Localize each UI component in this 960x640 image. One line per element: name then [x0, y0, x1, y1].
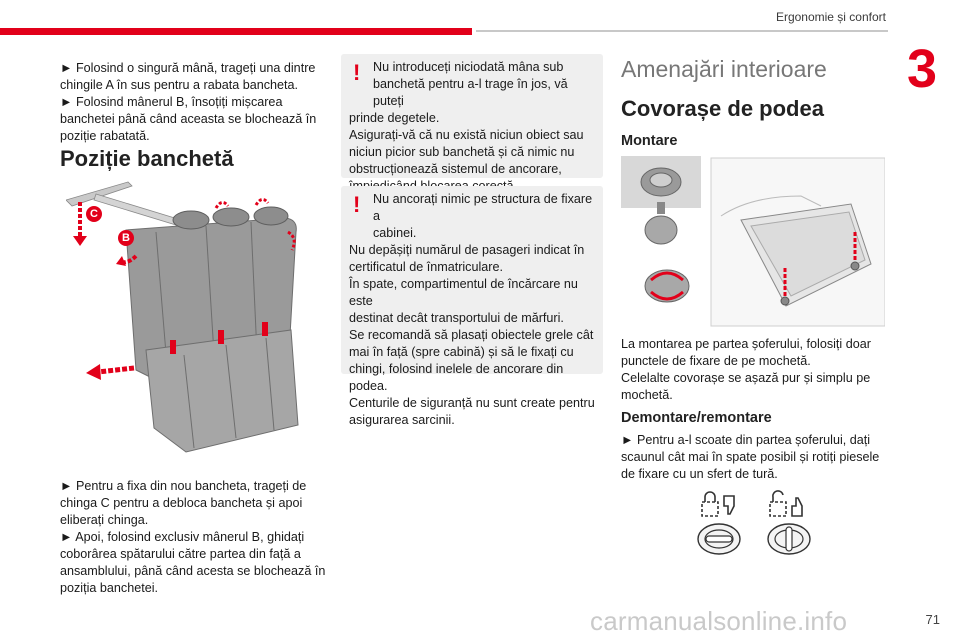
- text-line: ► Folosind mânerul B, însoțiți mișcarea: [60, 95, 283, 109]
- text-line: ansamblului, până când acesta se blochea…: [60, 564, 326, 578]
- page-number: 71: [925, 612, 940, 627]
- footer-watermark: carmanualsonline.info: [590, 606, 848, 636]
- heading-pozitie-bancheta: Poziție banchetă: [60, 146, 234, 171]
- text-line: asigurarea sarcinii.: [349, 413, 455, 427]
- fastener-unlocked-icon: [767, 523, 811, 555]
- header-section-title: Ergonomie și confort: [775, 10, 886, 24]
- heading-covorase: Covorașe de podea: [621, 96, 824, 121]
- text-line: Centurile de siguranță nu sunt create pe…: [349, 396, 595, 410]
- heading-montare: Montare: [621, 133, 678, 149]
- text-line: ► Pentru a fixa din nou bancheta, trageț…: [60, 479, 307, 493]
- label-b-text: B: [122, 232, 130, 244]
- lock-thumbs-down-icon: [701, 491, 735, 517]
- text-line: Nu depășiți numărul de pasageri indicat …: [349, 243, 585, 257]
- unlock-thumbs-up-icon: [769, 490, 803, 517]
- text-line: coborârea spătarului către partea din fa…: [60, 547, 301, 561]
- text-line: ► Folosind o singură mână, trageți una d…: [60, 61, 316, 75]
- text-line: scaunul cât mai în spate posibil și roti…: [621, 450, 880, 464]
- montare-paragraph: La montarea pe partea șoferului, folosiț…: [621, 336, 891, 404]
- label-c-text: C: [90, 208, 98, 220]
- warning-icon: !: [353, 60, 361, 85]
- text-line: La montarea pe partea șoferului, folosiț…: [621, 337, 871, 351]
- text-line: poziție rabatată.: [60, 129, 150, 143]
- section-title: Amenajări interioare: [621, 56, 827, 82]
- text-line: obstrucționează sistemul de ancorare,: [349, 162, 562, 176]
- text-line: ► Apoi, folosind exclusiv mânerul B, ghi…: [60, 530, 305, 544]
- text-line: Celelalte covorașe se așază pur și simpl…: [621, 371, 871, 385]
- header-gray-bar: [476, 30, 888, 32]
- text-line: Nu introduceți niciodată mâna sub: [373, 60, 564, 74]
- text-line: Nu ancorați nimic pe structura de fixare…: [373, 192, 593, 223]
- text-line: prinde degetele.: [349, 111, 440, 125]
- bench-seat-illustration: [66, 181, 299, 453]
- text-line: chinga C pentru a debloca bancheta și ap…: [60, 496, 303, 510]
- text-line: Asigurați-vă că nu există niciun obiect …: [349, 128, 584, 142]
- text-line: ► Pentru a-l scoate din partea șoferului…: [621, 433, 871, 447]
- header-red-bar: [0, 28, 472, 35]
- text-line: chingile A în sus pentru a rabata banche…: [60, 78, 299, 92]
- chapter-number: 3: [906, 39, 938, 99]
- intro-paragraph: ► Folosind o singură mână, trageți una d…: [60, 60, 330, 145]
- warning-box-2: ! Nu ancorați nimic pe structura de fixa…: [341, 186, 603, 427]
- text-line: mai în față (spre cabină) și să le fixaț…: [349, 345, 574, 359]
- warning-2-text: Nu ancorați nimic pe structura de fixare…: [349, 191, 601, 429]
- text-line: Se recomandă să plasați obiectele grele …: [349, 328, 594, 342]
- text-line: În spate, compartimentul de încărcare nu…: [349, 277, 578, 308]
- text-line: banchetei până când aceasta se blochează…: [60, 112, 317, 126]
- warning-1-text: Nu introduceți niciodată mâna sub banche…: [349, 59, 599, 195]
- warning-icon: !: [353, 192, 361, 217]
- text-line: cabinei.: [373, 226, 417, 240]
- text-line: niciun picior sub banchetă și că nimic n…: [349, 145, 575, 159]
- text-line: eliberați chinga.: [60, 513, 149, 527]
- label-b: B: [118, 230, 134, 246]
- text-line: banchetă pentru a-l trage în jos, vă put…: [373, 77, 568, 108]
- fastener-locked-icon: [697, 523, 741, 555]
- floor-mat-illustration: [621, 156, 885, 327]
- warning-box-1: ! Nu introduceți niciodată mâna sub banc…: [341, 54, 603, 193]
- text-line: mochetă.: [621, 388, 673, 402]
- text-line: poziția banchetei.: [60, 581, 159, 595]
- text-line: punctele de fixare de pe mochetă.: [621, 354, 811, 368]
- heading-demontare: Demontare/remontare: [621, 410, 772, 426]
- label-c: C: [86, 206, 102, 222]
- text-line: destinat decât transportului de mărfuri.: [349, 311, 564, 325]
- text-line: chingi, folosind inelele de ancorare din…: [349, 362, 564, 393]
- text-line: de fixare cu un sfert de tură.: [621, 467, 778, 481]
- outro-paragraph: ► Pentru a fixa din nou bancheta, trageț…: [60, 478, 330, 597]
- demontare-paragraph: ► Pentru a-l scoate din partea șoferului…: [621, 432, 891, 483]
- text-line: certificatul de înmatriculare.: [349, 260, 503, 274]
